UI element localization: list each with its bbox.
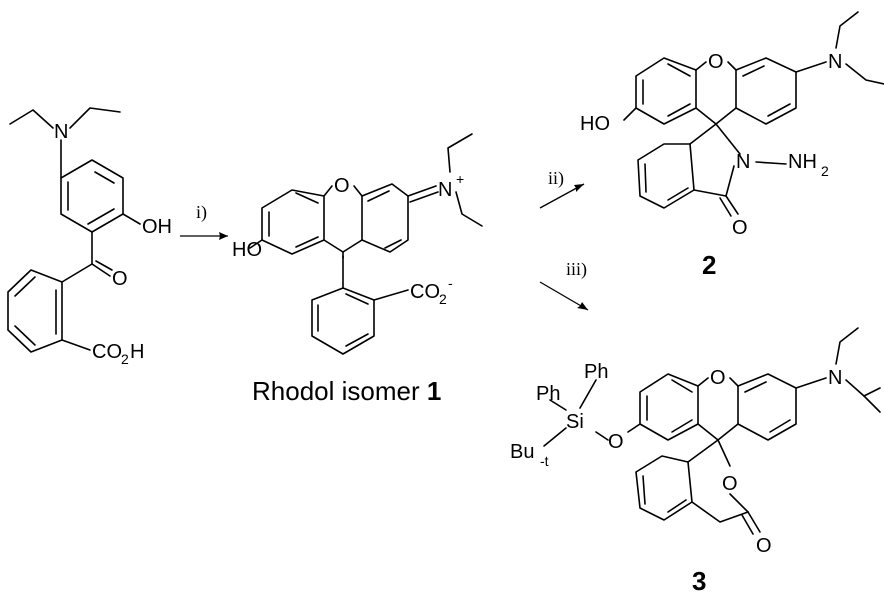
acid-subscript: 2 xyxy=(121,351,129,367)
ether-o-label: O xyxy=(608,431,624,453)
compound-2-number: 2 xyxy=(702,250,716,280)
carboxylate-charge: - xyxy=(448,275,453,291)
acid-h-label: H xyxy=(130,341,144,363)
carbonyl-o-label: O xyxy=(756,535,772,557)
nh-subscript: 2 xyxy=(821,163,829,179)
arrow-step-iii: iii) xyxy=(539,259,589,311)
hydroxyl-label: HO xyxy=(580,113,610,135)
starting-material: N OH O CO 2 H xyxy=(7,107,172,367)
compound-3: Ph Ph Si O Bu -t O N O O 3 xyxy=(510,327,881,596)
reagent-i-label: i) xyxy=(196,202,207,223)
rhodol-isomer-1: HO O N + CO 2 - Rhodol isomer 1 xyxy=(232,133,483,406)
ph-left-label: Ph xyxy=(536,383,560,405)
rhodol-caption: Rhodol isomer 1 xyxy=(252,376,441,406)
compound-2: HO O N N NH 2 O 2 xyxy=(580,11,884,280)
ring-o-label: O xyxy=(710,367,726,389)
reagent-ii-label: ii) xyxy=(548,168,564,189)
tbu-label: Bu xyxy=(510,441,534,463)
tbu-subscript: -t xyxy=(540,453,549,469)
lactam-n-label: N xyxy=(736,151,750,173)
carbonyl-o-label: O xyxy=(732,217,748,239)
hydroxyl-label: OH xyxy=(142,216,172,238)
amine-n-label: N xyxy=(828,51,842,73)
amine-n-label: N xyxy=(54,121,68,143)
ph-right-label: Ph xyxy=(584,361,608,383)
nh-label: NH xyxy=(788,151,817,173)
rhodol-number: 1 xyxy=(427,376,441,406)
lactone-o-label: O xyxy=(722,473,738,495)
compound-3-number: 3 xyxy=(692,566,706,596)
si-label: Si xyxy=(566,411,584,433)
hydroxyl-label: HO xyxy=(232,239,262,261)
arrow-step-ii: ii) xyxy=(539,168,585,209)
reagent-iii-label: iii) xyxy=(566,259,587,280)
carboxylate-subscript: 2 xyxy=(439,291,447,307)
iminium-n-label: N xyxy=(438,179,452,201)
iminium-charge: + xyxy=(456,171,464,187)
amine-n-label: N xyxy=(828,367,842,389)
ring-o-label: O xyxy=(708,51,724,73)
ring-o-label: O xyxy=(334,175,350,197)
acid-co-label: CO xyxy=(92,341,122,363)
arrow-step-i: i) xyxy=(180,202,228,240)
rhodol-caption-text: Rhodol isomer xyxy=(252,376,427,406)
ketone-o-label: O xyxy=(112,268,128,290)
carboxylate-co-label: CO xyxy=(410,281,440,303)
